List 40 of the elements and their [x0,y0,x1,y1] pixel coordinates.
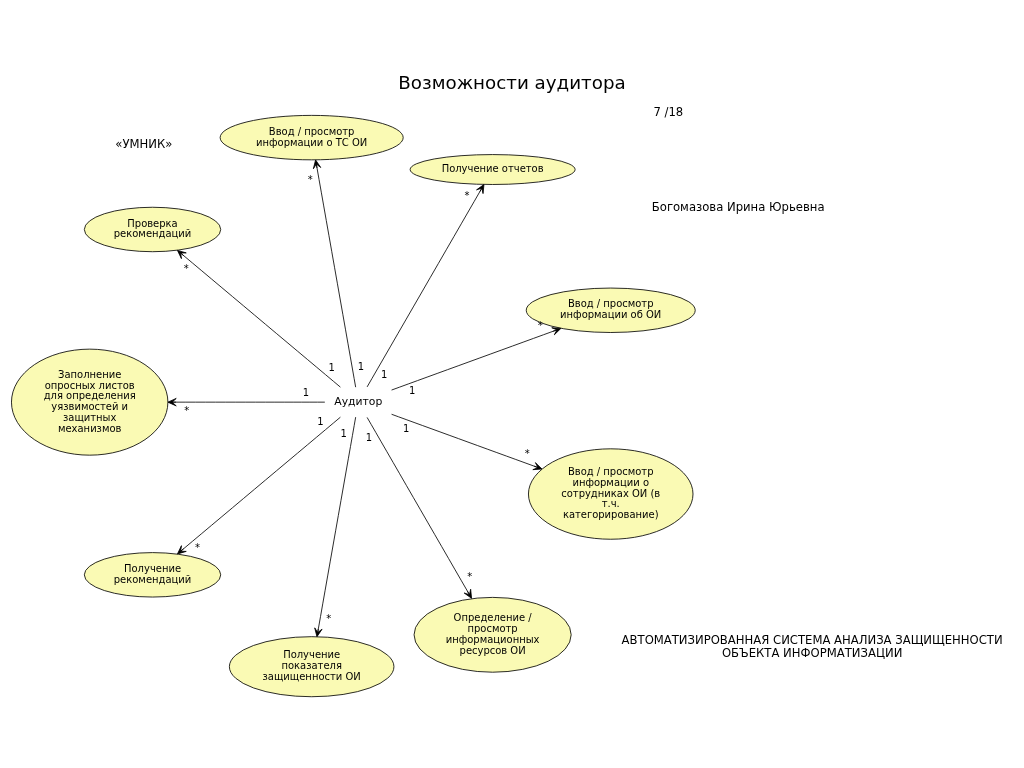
arrow [177,416,341,555]
label: 1 [340,427,347,439]
label: 1 [317,416,324,428]
node-ellipse: Получение показателя защищенности ОИ [228,636,395,698]
arrow [167,398,326,407]
label: АВТОМАТИЗИРОВАННАЯ СИСТЕМА АНАЛИЗА ЗАЩИЩЕННОСТИ ОБЪЕКТА ИНФОРМАТИЗАЦИИ [621,633,1003,660]
label: * [195,542,201,554]
arrow [366,184,485,388]
label: * [307,173,313,185]
node-ellipse: Проверка рекомендаций [83,206,222,253]
label: * [184,404,190,416]
arrow [312,159,357,388]
label: 1 [403,422,410,434]
label: «УМНИК» [115,136,173,151]
label: * [464,190,470,202]
node-ellipse: Заполнение опросных листов для определения уязвимостей и защитных механизмов [11,348,169,456]
label: 1 [380,368,388,380]
node-ellipse: Получение рекомендаций [83,552,222,598]
label: 1 [328,361,335,373]
label: * [537,320,543,332]
arrow [391,413,543,471]
arrow [177,250,341,388]
label: * [467,571,473,583]
arrow [314,416,357,638]
arrow [391,327,562,391]
node-ellipse: Определение / просмотр информационных ресурсов ОИ [413,596,572,673]
label: 1 [365,431,373,443]
label: * [524,447,530,459]
diagram-title: Возможности аудитора [398,72,626,94]
label: 1 [357,360,365,372]
label: 7 /18 [653,104,684,119]
node-text: Аудитор [334,394,383,408]
label: * [183,262,189,274]
node-ellipse: Ввод / просмотр информации о ТС ОИ [219,114,404,161]
label: 1 [409,385,416,397]
arrow [366,417,472,599]
label: 1 [302,386,310,398]
label: * [326,613,332,625]
label: Богомазова Ирина Юрьевна [651,199,825,214]
node-ellipse: Получение отчетов [409,154,576,185]
